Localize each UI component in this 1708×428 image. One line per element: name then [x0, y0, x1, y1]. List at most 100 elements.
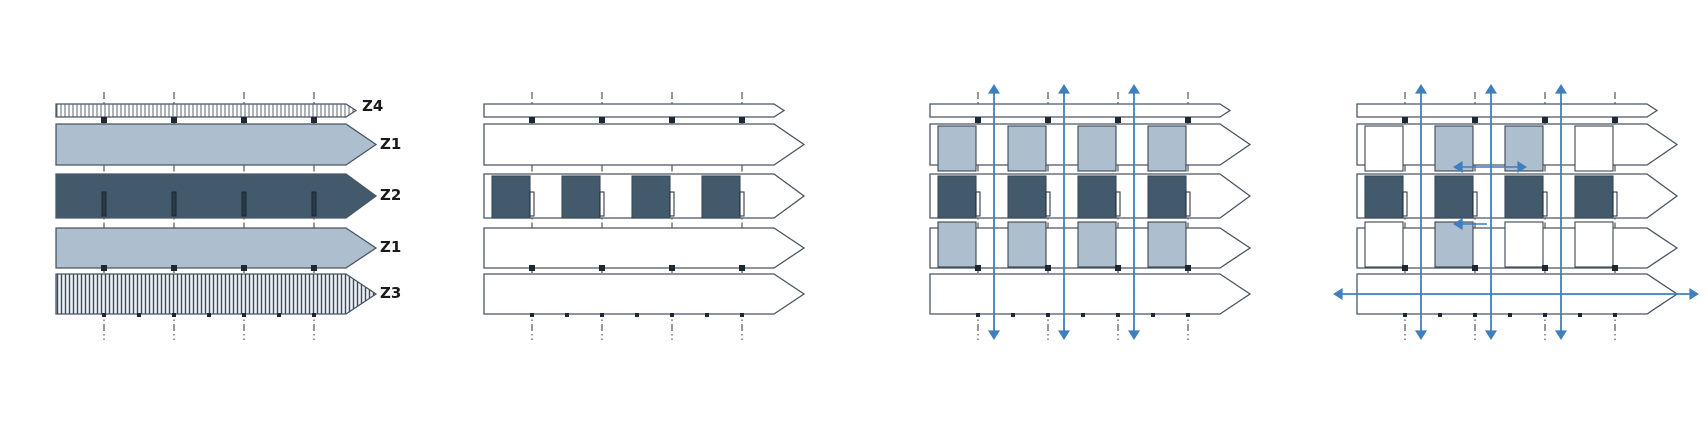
column-slot [1472, 191, 1478, 217]
bottom-node [1186, 313, 1190, 317]
column-node [975, 117, 981, 123]
column-slot [529, 191, 535, 217]
zone-strip [55, 103, 358, 118]
zone-strip [55, 227, 378, 269]
column-node [599, 265, 605, 271]
column-slot [101, 191, 107, 217]
column-node [171, 117, 177, 123]
bottom-node [207, 313, 211, 317]
zone-strip [929, 103, 1232, 118]
column-slot [171, 191, 177, 217]
column-slot [1185, 191, 1191, 217]
bottom-node [1508, 313, 1512, 317]
column-slot [669, 191, 675, 217]
bottom-node [670, 313, 674, 317]
bottom-node [1473, 313, 1477, 317]
bottom-node [635, 313, 639, 317]
zone-cell [1007, 175, 1047, 219]
arrow-head-left [1453, 161, 1463, 173]
arrow-head-up [1485, 84, 1497, 94]
core-blocks-panel [483, 92, 806, 340]
arrow-head-up [1128, 84, 1140, 94]
arrow-head-down [1485, 330, 1497, 340]
zone-cell [1504, 221, 1544, 268]
zone-label-z4: Z4 [362, 97, 383, 115]
zone-cell [937, 175, 977, 219]
zone-cell [1364, 221, 1404, 268]
arrow-head-up [988, 84, 1000, 94]
zone-cell [561, 175, 601, 219]
bottom-node [172, 313, 176, 317]
column-slot [311, 191, 317, 217]
column-node [1542, 117, 1548, 123]
mixed-circulation-panel [1333, 84, 1699, 340]
zone-cell [937, 221, 977, 268]
column-node [241, 117, 247, 123]
arrow-head-down [1555, 330, 1567, 340]
zone-strip [929, 273, 1252, 315]
bottom-node [277, 313, 281, 317]
zone-strip [483, 273, 806, 315]
column-slot [1115, 191, 1121, 217]
bottom-node [1613, 313, 1617, 317]
zone-cell [1364, 125, 1404, 172]
column-node [529, 117, 535, 123]
column-node [739, 117, 745, 123]
bottom-node [530, 313, 534, 317]
arrow-head-down [988, 330, 1000, 340]
column-node [669, 117, 675, 123]
column-node [1115, 117, 1121, 123]
zone-cell [1574, 125, 1614, 172]
bottom-node [1116, 313, 1120, 317]
column-slot [241, 191, 247, 217]
arrow-head-up [1555, 84, 1567, 94]
column-slot [975, 191, 981, 217]
bottom-node [1011, 313, 1015, 317]
column-node [975, 265, 981, 271]
arrow-head-down [1415, 330, 1427, 340]
zone-cell [1077, 221, 1117, 268]
zone-cell [1007, 221, 1047, 268]
arrow-head-left [1333, 288, 1343, 300]
zone-cell [1147, 175, 1187, 219]
bottom-node [565, 313, 569, 317]
column-node [1472, 265, 1478, 271]
column-slot [599, 191, 605, 217]
bottom-node [1578, 313, 1582, 317]
zone-label-z2: Z2 [380, 186, 401, 204]
arrow-head-right [1517, 161, 1527, 173]
zone-strip [483, 123, 806, 166]
column-node [1612, 265, 1618, 271]
arrow-head-right [1689, 288, 1699, 300]
zone-strip [55, 173, 378, 219]
zone-cell [1434, 125, 1474, 172]
zone-cell [1504, 125, 1544, 172]
zone-cell [631, 175, 671, 219]
column-node [101, 265, 107, 271]
bottom-node [705, 313, 709, 317]
column-node [1472, 117, 1478, 123]
bottom-node [1543, 313, 1547, 317]
column-node [241, 265, 247, 271]
zone-cell [1364, 175, 1404, 219]
bottom-node [600, 313, 604, 317]
bottom-node [976, 313, 980, 317]
arrow-head-down [1128, 330, 1140, 340]
bottom-node [1438, 313, 1442, 317]
column-node [311, 117, 317, 123]
column-slot [1402, 191, 1408, 217]
vertical-circulation-panel [929, 84, 1252, 340]
zone-cell [1007, 125, 1047, 172]
column-slot [1045, 191, 1051, 217]
bottom-node [1403, 313, 1407, 317]
arrow-head-left [1453, 218, 1463, 230]
column-node [1045, 265, 1051, 271]
zone-cell [1147, 221, 1187, 268]
zone-cell [1434, 221, 1474, 268]
bottom-node [1046, 313, 1050, 317]
column-slot [1542, 191, 1548, 217]
arrow-head-up [1058, 84, 1070, 94]
zone-label-z1: Z1 [380, 135, 401, 153]
column-node [1045, 117, 1051, 123]
